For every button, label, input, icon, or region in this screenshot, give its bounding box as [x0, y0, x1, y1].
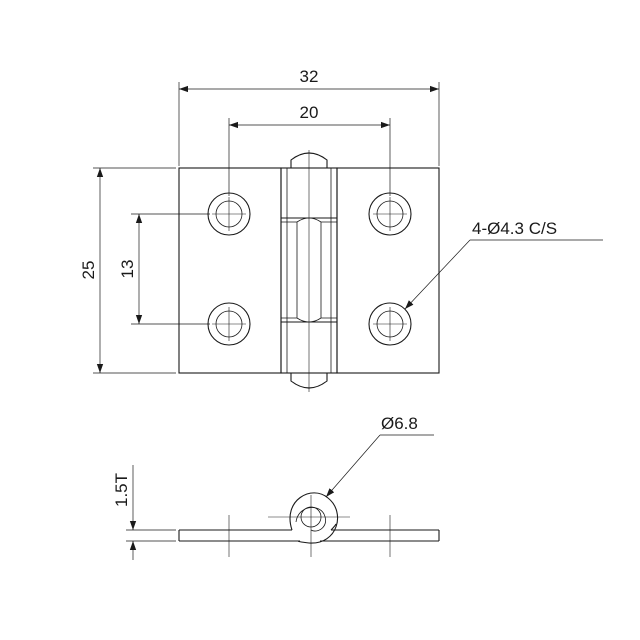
hinge-knuckle [280, 150, 338, 392]
hole-spacing-y-label: 13 [118, 260, 137, 279]
thickness-label: 1.5T [112, 473, 131, 507]
side-right-leaf [320, 529, 440, 542]
hole-top-right [368, 192, 412, 236]
left-leaf [178, 167, 282, 374]
dimension-overall-width: 32 [178, 67, 440, 166]
hole-bottom-left [207, 302, 251, 346]
side-view: Ø6.8 1.5T [112, 414, 440, 560]
pin-diameter-callout: Ø6.8 [325, 414, 434, 498]
hole-bottom-right [368, 302, 412, 346]
right-leaf [336, 167, 440, 374]
dimension-thickness: 1.5T [112, 465, 176, 560]
overall-height-label: 25 [79, 261, 98, 280]
dimension-hole-spacing-x: 20 [228, 103, 391, 196]
hole-spacing-x-label: 20 [300, 103, 319, 122]
top-view: 32 20 25 13 4-Ø4.3 C/S [79, 67, 603, 392]
overall-width-label: 32 [300, 67, 319, 86]
hole-callout-label: 4-Ø4.3 C/S [472, 219, 557, 238]
hole-callout: 4-Ø4.3 C/S [404, 219, 603, 310]
side-left-leaf [178, 529, 300, 542]
dimension-overall-height: 25 [79, 167, 176, 374]
hole-top-left [207, 192, 251, 236]
dimension-hole-spacing-y: 13 [118, 213, 210, 325]
side-knuckle [289, 492, 338, 544]
pin-diameter-label: Ø6.8 [381, 414, 418, 433]
